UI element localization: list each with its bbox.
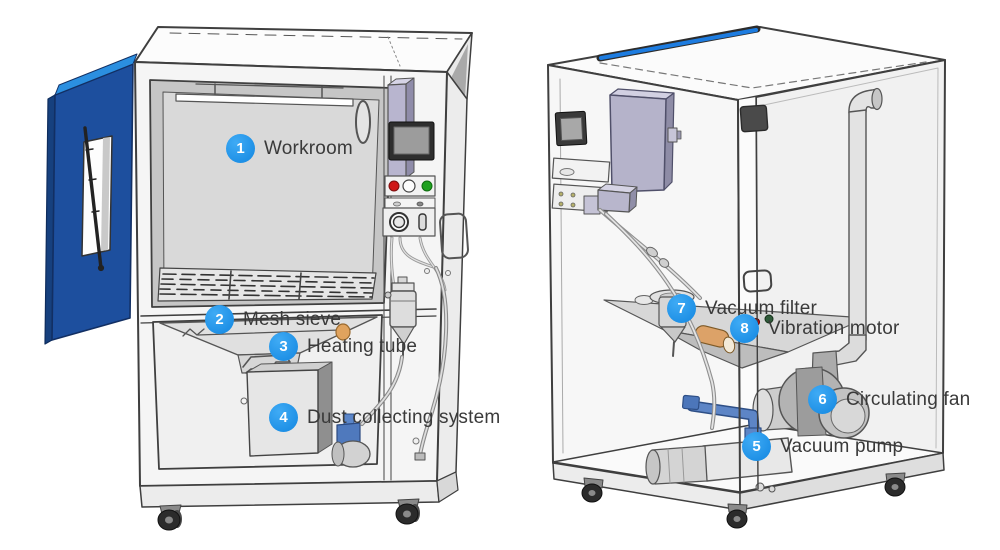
left-machine-base: [139, 471, 459, 531]
vibration-motor-green-dot: [764, 314, 774, 324]
label-workroom: 1 Workroom: [226, 134, 353, 163]
caster-wheel: [884, 472, 906, 497]
number-badge-1: 1: [226, 134, 255, 163]
handle-cutout: [742, 269, 773, 293]
corner-post: [738, 97, 758, 493]
number-badge-2: 2: [205, 305, 234, 334]
workroom-light-bar: [175, 83, 354, 107]
left-machine-front-view: [44, 26, 473, 531]
rear-meter: [551, 157, 611, 183]
red-button: [388, 180, 400, 192]
caster-wheel: [395, 498, 420, 525]
power-button-panel: [384, 175, 436, 197]
mesh-sieve-plate: [182, 328, 205, 337]
label-heating-tube: 3 Heating tube: [269, 332, 417, 361]
mesh-grate: [157, 267, 377, 302]
label-vibration-motor: 8 Vibration motor: [730, 314, 900, 343]
label-text-circulating-fan: Circulating fan: [846, 388, 971, 410]
caster-wheel: [581, 477, 604, 503]
label-circulating-fan: 6 Circulating fan: [808, 385, 970, 414]
exhaust-pipe: [813, 87, 883, 368]
number-badge-3: 3: [269, 332, 298, 361]
label-text-vibration-motor: Vibration motor: [768, 317, 900, 339]
label-text-vacuum-pump: Vacuum pump: [780, 435, 904, 457]
number-badge-4: 4: [269, 403, 298, 432]
workroom-port-hole: [355, 100, 371, 144]
workroom-opening: [149, 79, 393, 308]
label-vacuum-pump: 5 Vacuum pump: [742, 432, 903, 461]
key-slot: [418, 213, 427, 231]
rear-screen: [554, 110, 588, 147]
door-top-edge: [54, 53, 138, 96]
dust-collector-box: [240, 361, 333, 457]
green-button: [421, 180, 433, 192]
side-handle: [439, 212, 469, 260]
number-badge-5: 5: [742, 432, 771, 461]
box-latch: [667, 127, 678, 143]
filter-bottle: [384, 276, 417, 358]
white-button: [402, 179, 416, 193]
door-wiper: [83, 126, 105, 272]
caster-wheel: [157, 504, 182, 531]
touchscreen: [388, 121, 435, 161]
number-badge-7: 7: [667, 294, 696, 323]
junction-box: [583, 183, 638, 215]
lower-compartment: [152, 314, 420, 470]
vent-grille: [739, 104, 769, 133]
label-dust-collecting-system: 4 Dust collecting system: [269, 403, 500, 432]
air-tubes: [360, 266, 449, 461]
label-text-workroom: Workroom: [264, 137, 353, 159]
label-text-mesh-sieve: Mesh sieve: [243, 308, 342, 330]
top-blue-strip: [599, 28, 758, 60]
compartment-pump: [331, 413, 371, 468]
electrical-box: [609, 88, 682, 193]
right-machine-top-panel: [547, 25, 946, 101]
number-badge-8: 8: [730, 314, 759, 343]
rear-cables: [598, 208, 717, 430]
label-text-vacuum-filter: Vacuum filter: [705, 297, 818, 319]
number-badge-6: 6: [808, 385, 837, 414]
label-vacuum-filter: 7 Vacuum filter: [667, 294, 817, 323]
label-text-dust-collecting-system: Dust collecting system: [307, 406, 501, 428]
heating-tube-port: [335, 323, 351, 341]
label-text-heating-tube: Heating tube: [307, 335, 418, 357]
control-panel-column: [360, 75, 469, 481]
corner-post-details: [737, 96, 773, 494]
caster-wheel: [726, 503, 748, 529]
label-mesh-sieve: 2 Mesh sieve: [205, 305, 341, 334]
knob-panel: [382, 207, 436, 237]
chamber-door: [44, 53, 138, 345]
